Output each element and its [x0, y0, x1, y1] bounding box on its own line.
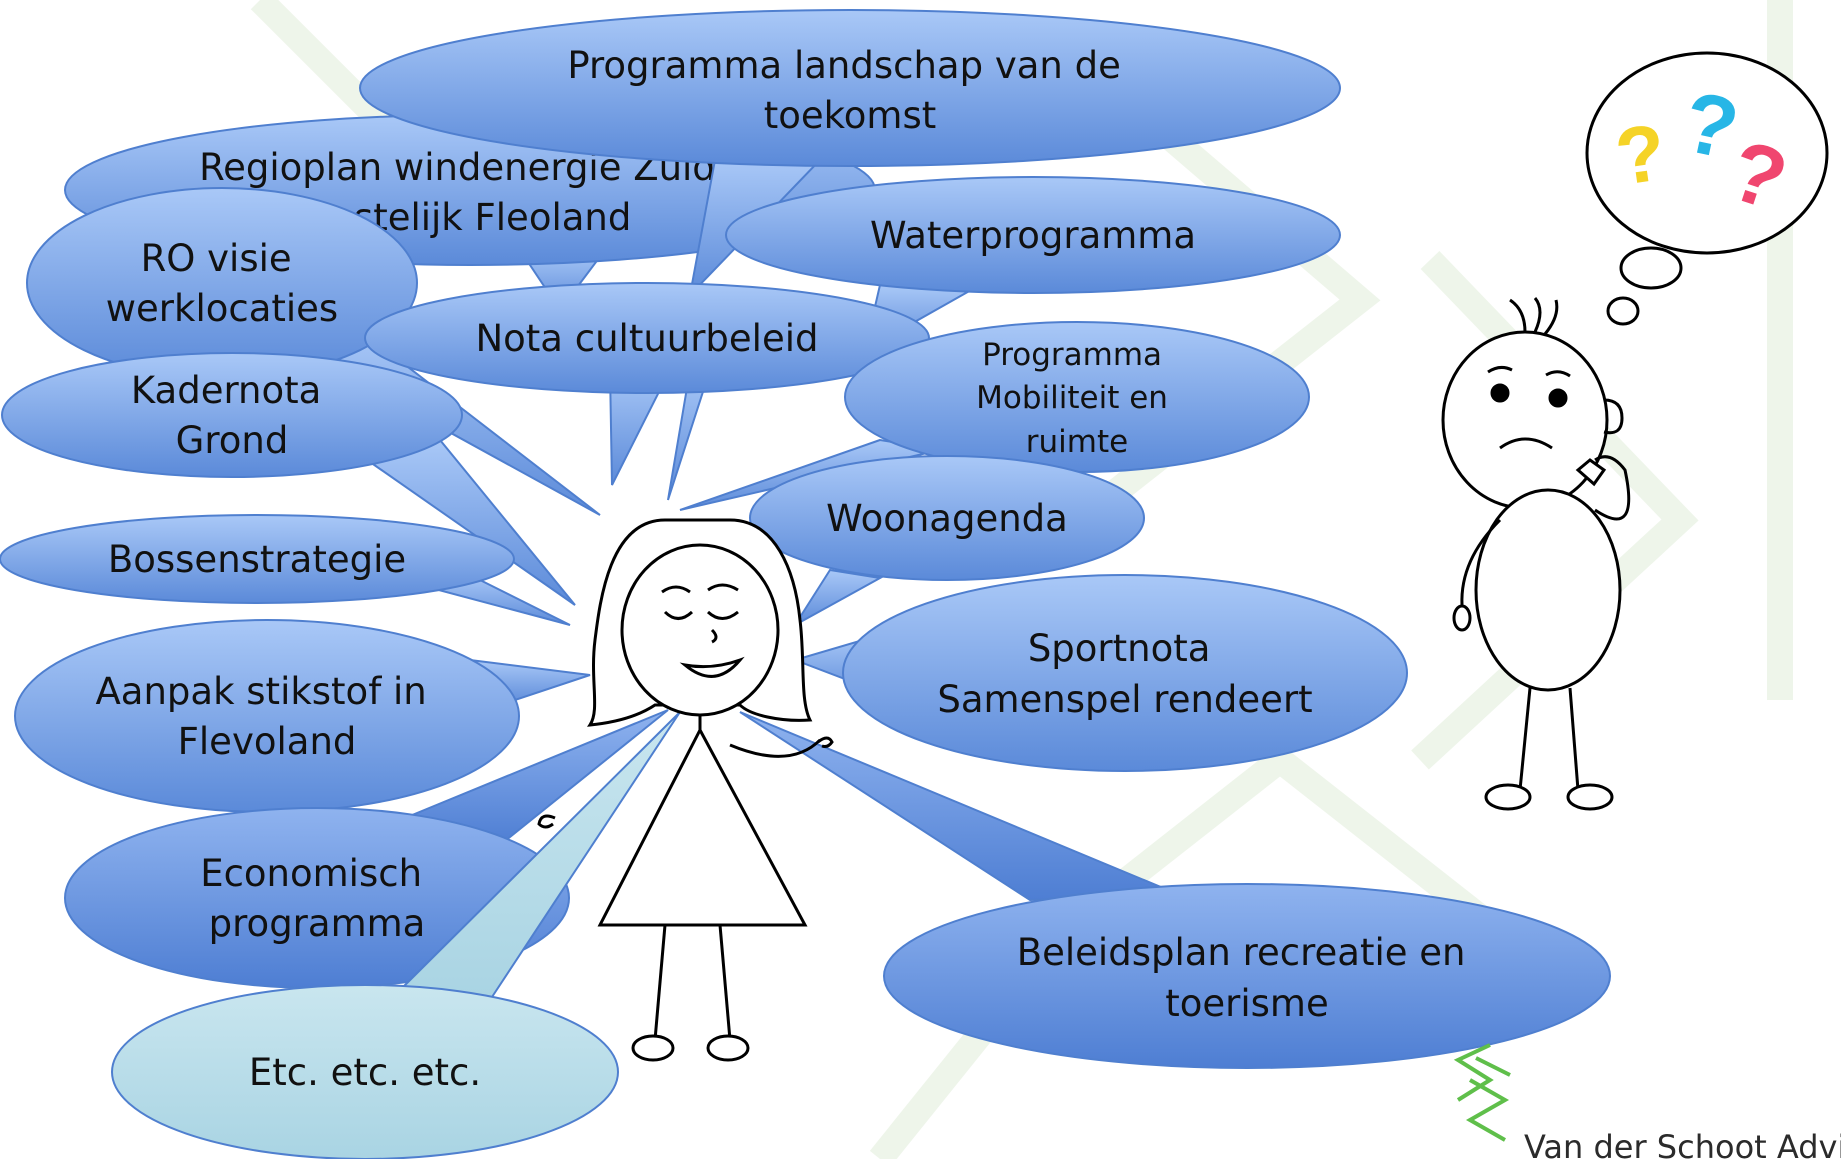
thinker-ear	[1603, 398, 1624, 435]
thought-cloud	[1585, 51, 1829, 326]
bubble-etc-label: Etc. etc. etc.	[249, 1051, 481, 1094]
thinker-arm-left	[1460, 518, 1502, 606]
bubble-bossen: Bossenstrategie	[0, 514, 571, 626]
thinker-head	[1441, 330, 1609, 510]
thinker-eye-right	[1548, 388, 1568, 408]
bubble-woon: Woonagenda	[749, 455, 1145, 626]
bubble-recreatie-label: Beleidsplan recreatie en toerisme	[1017, 931, 1478, 1025]
thinker-hair	[1509, 297, 1559, 335]
speech-bubbles: Regioplan windenergie Zuid- oostelijk Fl…	[0, 9, 1611, 1159]
girl-leg-right	[718, 924, 732, 1041]
girl-eye-left	[663, 610, 694, 620]
thinker-leg-left	[1518, 687, 1532, 791]
thought-dot-large	[1619, 246, 1683, 290]
thinker-arm-right	[1594, 455, 1631, 521]
bubble-landschap: Programma landschap van de toekomst	[359, 9, 1341, 299]
bubble-etc: Etc. etc. etc.	[111, 711, 681, 1159]
thinker-hand-right	[1575, 458, 1607, 487]
thought-dot-small	[1606, 296, 1640, 326]
girl-brow-right	[707, 583, 739, 592]
thinking-figure	[1441, 297, 1631, 811]
thinker-eye-left	[1490, 383, 1510, 403]
girl-face	[620, 543, 780, 717]
thinker-brow-right	[1545, 370, 1571, 378]
company-name: Van der Schoot Advies	[1524, 1128, 1841, 1159]
bubble-cultuur: Nota cultuurbeleid	[364, 282, 930, 501]
thinker-foot-left	[1484, 783, 1532, 811]
company-watermark: Van der Schoot Advies	[1453, 1043, 1841, 1159]
girl-nose	[710, 628, 718, 644]
thinker-hand-left	[1452, 604, 1472, 632]
bubble-sport: Sportnota Samenspel rendeert	[791, 574, 1408, 772]
thinker-body	[1474, 488, 1622, 692]
girl-hand-right	[817, 736, 834, 748]
girl-foot-left	[631, 1034, 675, 1062]
girl-foot-right	[706, 1034, 750, 1062]
bubble-kadernota-label: Kadernota Grond	[131, 369, 333, 462]
bubble-mobiliteit-label: Programma Mobiliteit en ruimte	[976, 337, 1178, 460]
bubble-water-label: Waterprogramma	[870, 214, 1196, 257]
bubble-economisch-label: Economisch programma	[200, 852, 434, 945]
bubble-kadernota: Kadernota Grond	[1, 352, 576, 606]
bubble-recreatie: Beleidsplan recreatie en toerisme	[739, 711, 1611, 1069]
girl-hand-left	[537, 814, 556, 829]
bubble-cultuur-label: Nota cultuurbeleid	[475, 317, 818, 360]
bubble-woon-label: Woonagenda	[826, 497, 1068, 540]
bubble-economisch: Economisch programma	[64, 709, 669, 989]
girl-eye-right	[706, 610, 739, 620]
thinker-brow-left	[1487, 365, 1513, 374]
bubble-bossen-label: Bossenstrategie	[108, 538, 406, 581]
thought-cloud-bubble	[1585, 51, 1829, 255]
girl-leg-left	[653, 924, 667, 1041]
bubble-landschap-label: Programma landschap van de toekomst	[567, 44, 1132, 137]
thinker-foot-right	[1566, 783, 1614, 811]
bubble-stikstof-label: Aanpak stikstof in Flevoland	[96, 670, 439, 763]
girl-mouth	[679, 656, 745, 678]
bubble-sport-label: Sportnota Samenspel rendeert	[937, 627, 1312, 721]
bubble-ro-visie-label: RO visie werklocaties	[106, 237, 338, 330]
bubble-stikstof: Aanpak stikstof in Flevoland	[14, 619, 591, 813]
company-logo-icon	[1453, 1043, 1511, 1142]
girl-dress	[597, 726, 808, 927]
thinker-mouth	[1499, 437, 1553, 450]
girl-brow-left	[661, 585, 691, 594]
girl-arm-right	[729, 738, 822, 758]
thinker-leg-right	[1568, 687, 1580, 791]
girl-figure	[537, 518, 834, 1062]
